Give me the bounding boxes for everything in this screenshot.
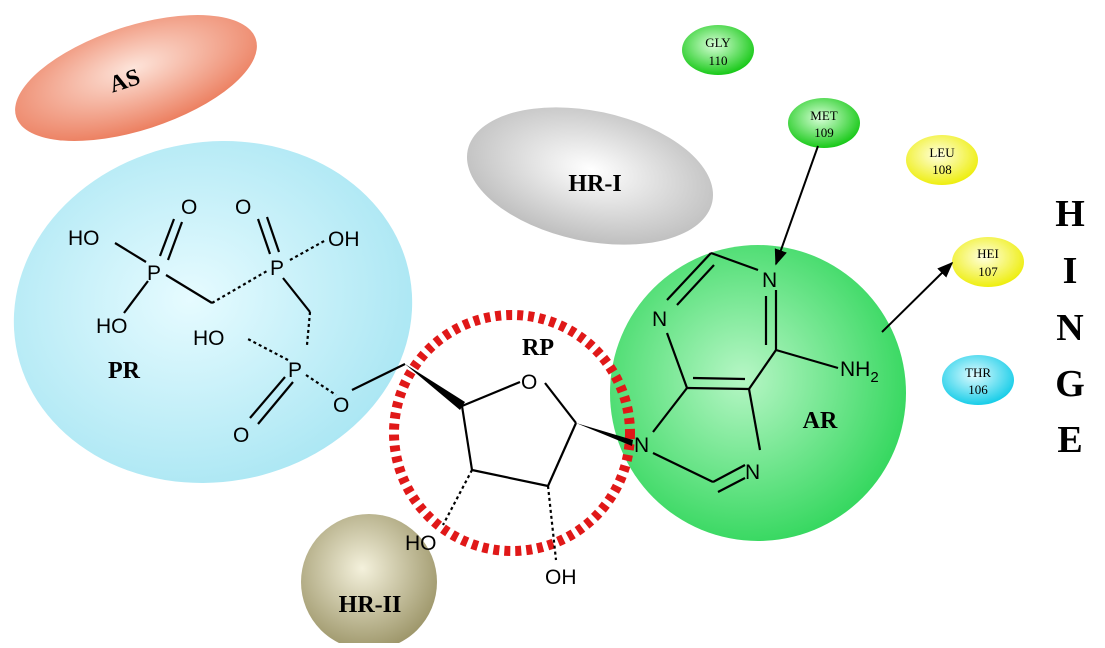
residue-hei: HEI 107 [952, 237, 1024, 287]
atom-o-ester: O [333, 394, 349, 417]
atom-n7: N [745, 461, 760, 484]
residue-gly: GLY 110 [682, 25, 754, 75]
atom-n1: N [762, 269, 777, 292]
atom-ho4: HO [193, 327, 225, 350]
atom-o-ring: O [521, 371, 537, 394]
atom-p3: P [288, 359, 302, 382]
atom-o5: O [233, 424, 249, 447]
svg-text:I: I [1063, 250, 1078, 292]
svg-text:107: 107 [978, 264, 998, 279]
rp-label: RP [522, 335, 554, 361]
residue-met: MET 109 [788, 98, 860, 148]
svg-text:LEU: LEU [929, 145, 955, 160]
atom-p2: P [270, 257, 284, 280]
svg-text:110: 110 [708, 53, 727, 68]
atom-labels: HO O P HO O P OH HO P O O O HO OH N N N … [68, 196, 879, 589]
svg-text:106: 106 [968, 382, 988, 397]
pr-label: PR [108, 358, 141, 384]
molecule-bonds [114, 216, 839, 561]
atom-oh2: OH [328, 228, 360, 251]
svg-text:H: H [1055, 193, 1085, 235]
atom-o1: O [181, 196, 197, 219]
atom-n3: N [652, 308, 667, 331]
as-region [15, 15, 257, 141]
atom-ho3: HO [96, 315, 128, 338]
svg-text:G: G [1055, 363, 1085, 405]
h-bond-arrow-hei [881, 261, 954, 333]
h-bond-arrow-met [774, 145, 819, 266]
atom-oh-sugar: OH [545, 566, 577, 589]
rp-ring [389, 310, 635, 556]
svg-text:108: 108 [932, 162, 952, 177]
atom-p1: P [147, 262, 161, 285]
svg-text:MET: MET [810, 108, 838, 123]
residue-thr: THR 106 [942, 355, 1014, 405]
hr1-label: HR-I [568, 171, 621, 197]
atom-n9: N [634, 434, 649, 457]
svg-text:E: E [1057, 419, 1082, 461]
svg-text:N: N [1056, 307, 1083, 349]
svg-text:HEI: HEI [977, 246, 999, 261]
ar-label: AR [803, 408, 838, 434]
hr2-region [301, 514, 437, 648]
atom-ho-sugar: HO [405, 532, 437, 555]
residue-leu: LEU 108 [906, 135, 978, 185]
hinge-label: H I N G E [1055, 193, 1085, 461]
svg-text:THR: THR [965, 365, 991, 380]
ar-region [610, 245, 906, 541]
hr1-region [466, 107, 714, 245]
atom-o2: O [235, 196, 251, 219]
hr2-label: HR-II [339, 592, 402, 618]
svg-text:GLY: GLY [705, 35, 731, 50]
svg-text:109: 109 [814, 125, 834, 140]
atom-nh2: NH2 [840, 358, 879, 386]
pr-region [13, 141, 413, 483]
atom-ho1: HO [68, 227, 100, 250]
